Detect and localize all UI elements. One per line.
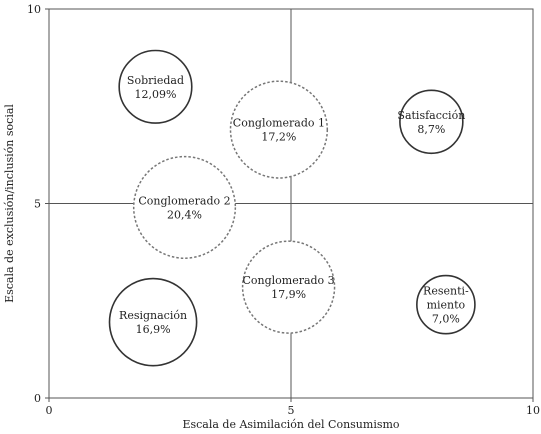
bubble-value-1: 17,2% — [261, 131, 296, 144]
y-axis-label: Escala de exclusión/inclusión social — [3, 104, 16, 303]
bubble-label-6-0: Resenti- — [423, 285, 469, 298]
bubble-value-3: 20,4% — [167, 208, 202, 221]
bubble-value-0: 12,09% — [135, 88, 177, 101]
bubble-label-0-0: Sobriedad — [127, 74, 184, 87]
bubble-value-4: 17,9% — [271, 288, 306, 301]
bubble-circle-4 — [241, 240, 336, 334]
bubble-label-2-0: Satisfacción — [397, 109, 465, 122]
bubble-label-6-1: miento — [427, 299, 466, 312]
bubble-label-4-0: Conglomerado 3 — [242, 274, 334, 287]
bubble-circle-2 — [399, 89, 464, 155]
bubble-circle-5 — [108, 277, 198, 367]
x-axis-label: Escala de Asimilación del Consumismo — [182, 418, 399, 431]
bubble-1: Conglomerado 117,2% — [229, 80, 329, 179]
y-tick-label-2: 10 — [27, 3, 41, 16]
bubble-label-3-0: Conglomerado 2 — [138, 194, 230, 207]
bubble-circle-0 — [118, 49, 193, 124]
bubble-label-1-0: Conglomerado 1 — [233, 117, 325, 130]
x-tick-label-1: 5 — [288, 404, 295, 417]
bubble-value-6: 7,0% — [432, 313, 460, 326]
x-tick-label-2: 10 — [526, 404, 540, 417]
y-tick-label-0: 0 — [34, 392, 41, 405]
bubble-value-5: 16,9% — [136, 323, 171, 336]
bubble-circle-3 — [132, 155, 237, 259]
bubble-3: Conglomerado 220,4% — [132, 155, 237, 259]
bubble-circle-6 — [416, 274, 476, 335]
bubble-value-2: 8,7% — [417, 123, 445, 136]
bubble-label-5-0: Resignación — [119, 309, 187, 322]
bubble-circle-1 — [229, 80, 329, 179]
bubble-4: Conglomerado 317,9% — [241, 240, 336, 334]
x-tick-label-0: 0 — [46, 404, 53, 417]
y-tick-label-1: 5 — [34, 198, 41, 211]
